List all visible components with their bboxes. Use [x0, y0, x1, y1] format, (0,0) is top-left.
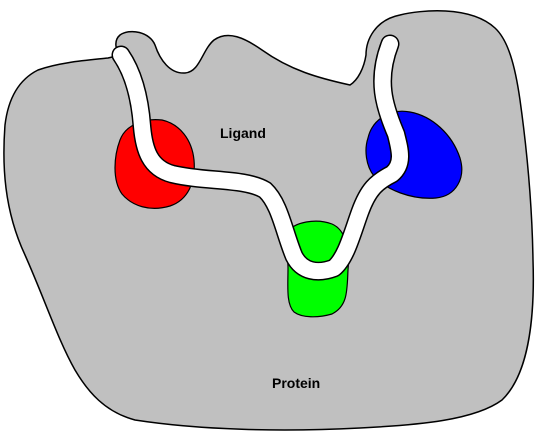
ligand-label: Ligand [220, 125, 266, 141]
protein-shape [4, 11, 533, 430]
protein-label: Protein [272, 375, 320, 391]
